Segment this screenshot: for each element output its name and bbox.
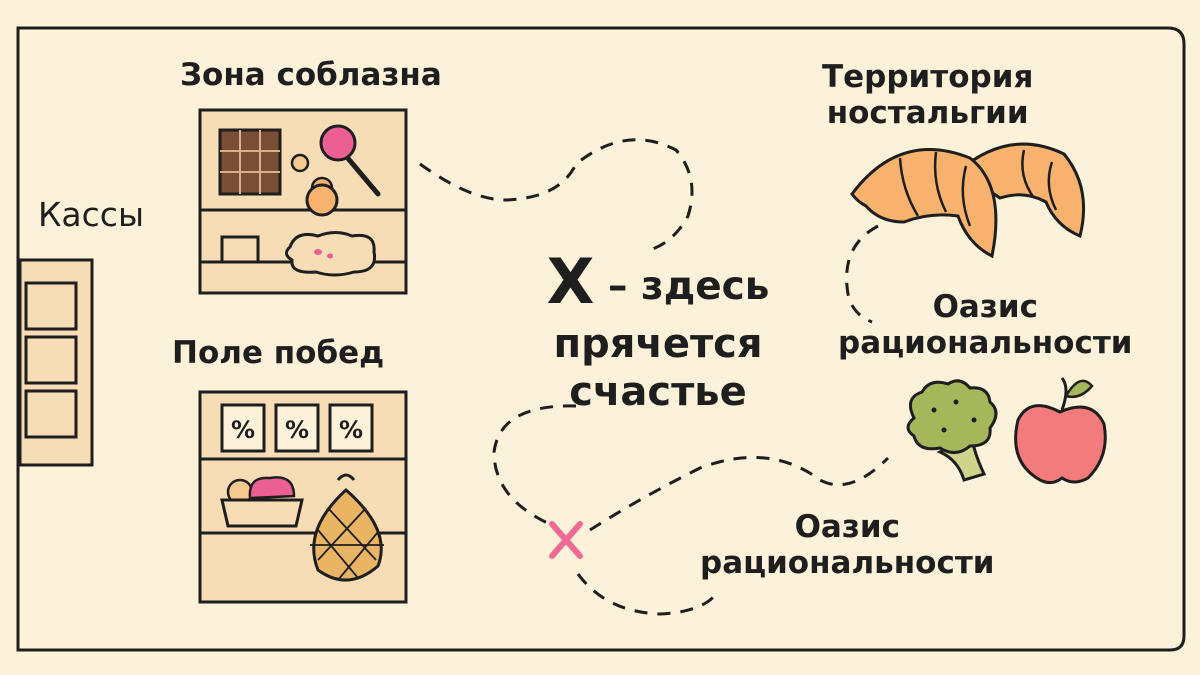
discount-tag-label: %	[339, 416, 363, 444]
x-marker-icon	[549, 521, 583, 559]
discount-tag	[220, 403, 266, 453]
basket-icon	[220, 476, 304, 528]
victory-field-label: Поле побед	[172, 335, 385, 371]
discount-tag	[274, 403, 320, 453]
discount-tag-label: %	[231, 416, 255, 444]
candy-icon	[290, 153, 310, 173]
discount-tag-label: %	[285, 416, 309, 444]
nostalgia-label-line2: ностальгии	[826, 94, 1029, 131]
rationality-oasis-label-upper: Оазис рациональности	[838, 289, 1133, 361]
oasis-upper-line1: Оазис	[932, 289, 1038, 325]
oasis-upper-line2: рациональности	[838, 324, 1133, 361]
headline: X – здесь прячется счастье	[508, 244, 808, 417]
checkout-counters	[18, 258, 94, 467]
lollipop-icon	[319, 124, 381, 197]
croissant-icon	[850, 147, 998, 259]
discount-tag	[328, 403, 374, 453]
nostalgia-territory-label: Территория ностальгии	[822, 59, 1034, 131]
apple-icon	[1014, 377, 1107, 485]
chocolate-bar-icon	[218, 128, 282, 196]
box-icon	[220, 235, 260, 264]
rationality-oasis-label-lower: Оазис рациональности	[700, 509, 995, 581]
bun-icon	[305, 176, 339, 217]
broccoli-icon	[906, 379, 998, 482]
checkouts-label: Кассы	[38, 195, 144, 234]
route-path-upper	[419, 138, 694, 252]
string-bag-icon	[310, 473, 384, 582]
headline-x-mark: X	[546, 245, 595, 318]
temptation-shelf	[198, 108, 408, 295]
route-path-lower	[492, 404, 890, 616]
headline-line2: прячется	[553, 320, 763, 367]
oasis-lower-line1: Оазис	[794, 509, 900, 545]
headline-line1: – здесь	[594, 264, 770, 309]
oasis-lower-line2: рациональности	[700, 544, 995, 581]
temptation-zone-label: Зона соблазна	[180, 57, 442, 93]
croissant-icon	[957, 142, 1086, 239]
route-path-right	[845, 224, 879, 324]
victory-shelf: % % %	[198, 390, 408, 604]
headline-line3: счастье	[569, 369, 747, 416]
nostalgia-label-line1: Территория	[822, 59, 1034, 95]
